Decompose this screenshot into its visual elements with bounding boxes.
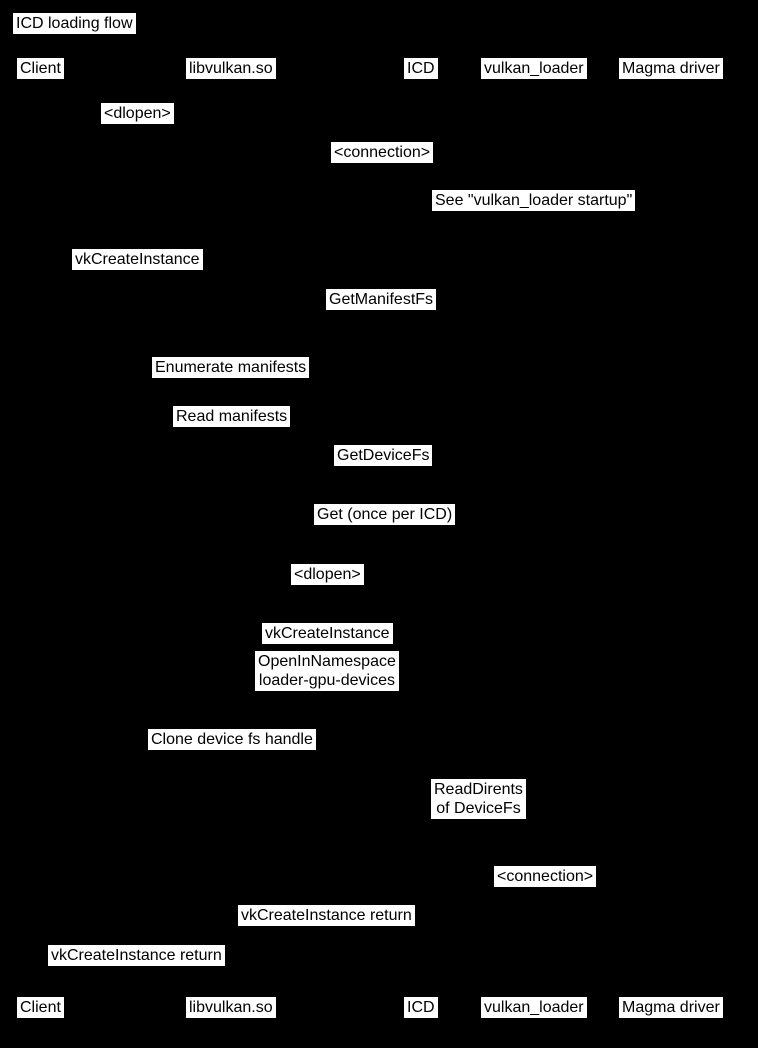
lifeline-vulkan-loader (531, 80, 532, 996)
participant-vulkan-loader-top: vulkan_loader (481, 58, 587, 79)
message-connection-1: <connection> (331, 142, 434, 163)
participant-magma-driver-top: Magma driver (619, 58, 723, 79)
message-openinnamespace: OpenInNamespace loader-gpu-devices (255, 651, 399, 691)
message-read-manifests: Read manifests (173, 406, 291, 427)
participant-icd-top: ICD (404, 58, 438, 79)
participant-libvulkan-bottom: libvulkan.so (186, 997, 276, 1018)
lifeline-client (40, 80, 41, 996)
lifeline-icd (419, 80, 420, 996)
message-enumerate-manifests: Enumerate manifests (152, 357, 310, 378)
participant-vulkan-loader-bottom: vulkan_loader (481, 997, 587, 1018)
message-getdevicefs: GetDeviceFs (334, 445, 433, 466)
message-dlopen-2: <dlopen> (291, 564, 364, 585)
message-readdirents-of-devicefs: ReadDirents of DeviceFs (431, 779, 526, 819)
participant-icd-bottom: ICD (404, 997, 438, 1018)
message-dlopen-1: <dlopen> (101, 103, 174, 124)
message-vkcreateinstance-1: vkCreateInstance (72, 249, 203, 270)
participant-magma-driver-bottom: Magma driver (619, 997, 723, 1018)
message-vkcreateinstance-2: vkCreateInstance (262, 623, 393, 644)
participant-libvulkan-top: libvulkan.so (186, 58, 276, 79)
message-getmanifestfs: GetManifestFs (326, 289, 437, 310)
message-see-vulkan-loader-startup: See "vulkan_loader startup" (432, 190, 636, 211)
diagram-title: ICD loading flow (13, 13, 136, 34)
participant-client-top: Client (17, 58, 64, 79)
message-connection-2: <connection> (494, 866, 597, 887)
message-get-once-per-icd: Get (once per ICD) (314, 504, 456, 525)
message-clone-device-fs-handle: Clone device fs handle (148, 729, 316, 750)
lifeline-libvulkan (230, 80, 231, 996)
message-vkcreateinstance-return-2: vkCreateInstance return (48, 945, 225, 966)
lifeline-magma-driver (669, 80, 670, 996)
message-vkcreateinstance-return-1: vkCreateInstance return (238, 905, 415, 926)
participant-client-bottom: Client (17, 997, 64, 1018)
